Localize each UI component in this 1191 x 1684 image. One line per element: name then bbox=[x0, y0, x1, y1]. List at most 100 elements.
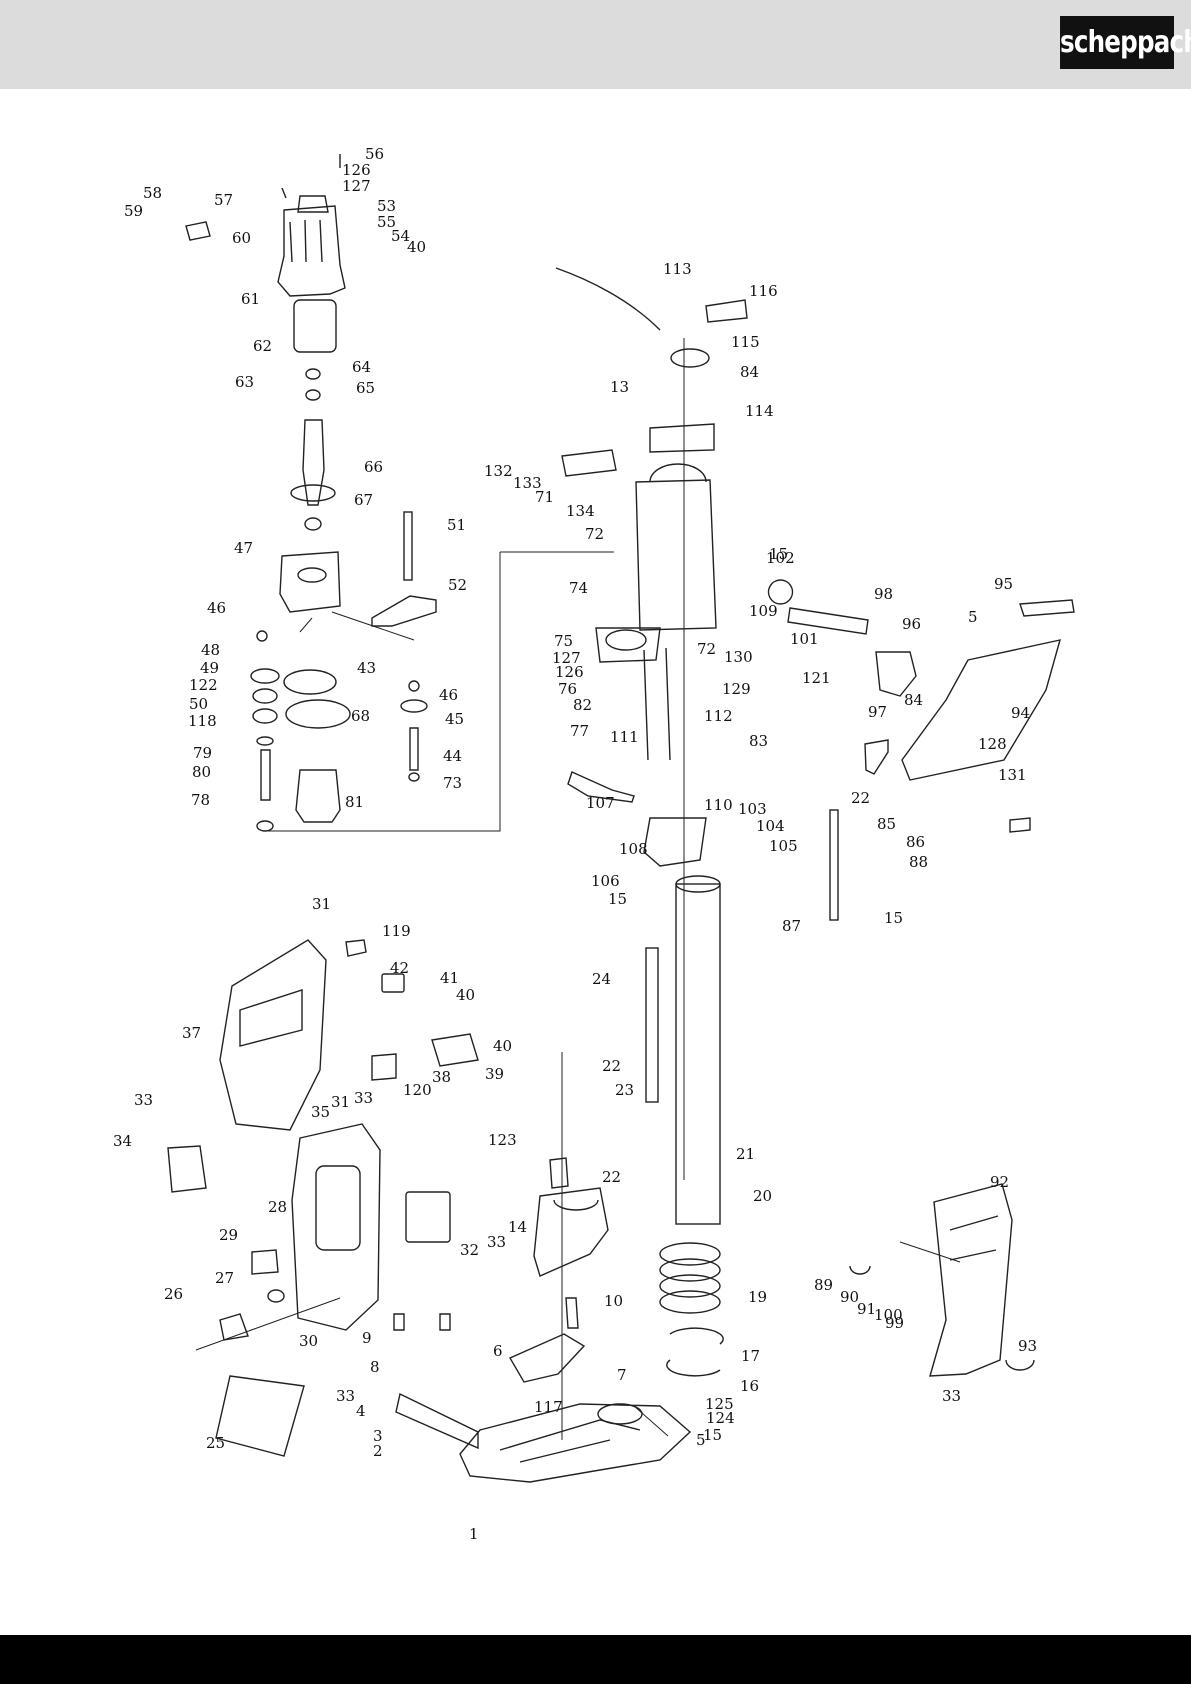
part-number-label: 94 bbox=[1011, 704, 1030, 722]
part-number-label: 75 bbox=[554, 632, 573, 650]
part-number-label: 33 bbox=[354, 1089, 373, 1107]
part-number-label: 33 bbox=[487, 1233, 506, 1251]
part-number-label: 64 bbox=[352, 358, 371, 376]
part-number-label: 92 bbox=[990, 1173, 1009, 1191]
part-number-label: 128 bbox=[978, 735, 1007, 753]
part-number-label: 111 bbox=[610, 728, 639, 746]
part-number-label: 15 bbox=[608, 890, 627, 908]
part-number-label: 41 bbox=[440, 969, 459, 987]
part-number-label: 40 bbox=[407, 238, 426, 256]
part-number-label: 56 bbox=[365, 145, 384, 163]
part-number-label: 20 bbox=[753, 1187, 772, 1205]
part-number-label: 33 bbox=[134, 1091, 153, 1109]
part-number-label: 124 bbox=[706, 1409, 735, 1427]
part-number-label: 31 bbox=[331, 1093, 350, 1111]
part-number-label: 133 bbox=[513, 474, 542, 492]
part-number-label: 105 bbox=[769, 837, 798, 855]
part-number-label: 82 bbox=[573, 696, 592, 714]
part-number-label: 61 bbox=[241, 290, 260, 308]
part-number-label: 62 bbox=[253, 337, 272, 355]
part-number-label: 46 bbox=[439, 686, 458, 704]
part-number-label: 97 bbox=[868, 703, 887, 721]
part-number-label: 55 bbox=[377, 213, 396, 231]
part-number-label: 84 bbox=[904, 691, 923, 709]
part-number-label: 21 bbox=[736, 1145, 755, 1163]
part-number-callouts: 1234556789101314151515151617192021222222… bbox=[113, 145, 1037, 1543]
part-number-label: 34 bbox=[113, 1132, 132, 1150]
part-number-label: 132 bbox=[484, 462, 513, 480]
part-number-label: 127 bbox=[342, 177, 371, 195]
part-number-label: 7 bbox=[617, 1366, 627, 1384]
part-number-label: 14 bbox=[508, 1218, 527, 1236]
part-number-label: 15 bbox=[703, 1426, 722, 1444]
part-number-label: 23 bbox=[615, 1081, 634, 1099]
part-number-label: 33 bbox=[336, 1387, 355, 1405]
part-number-label: 60 bbox=[232, 229, 251, 247]
part-number-label: 83 bbox=[749, 732, 768, 750]
part-number-label: 25 bbox=[206, 1434, 225, 1452]
part-number-label: 110 bbox=[704, 796, 733, 814]
part-number-label: 22 bbox=[602, 1168, 621, 1186]
part-number-label: 113 bbox=[663, 260, 692, 278]
part-number-label: 78 bbox=[191, 791, 210, 809]
header-bar: scheppach bbox=[0, 0, 1191, 89]
part-number-label: 57 bbox=[214, 191, 233, 209]
part-number-label: 81 bbox=[345, 793, 364, 811]
part-number-label: 107 bbox=[586, 794, 615, 812]
part-number-label: 86 bbox=[906, 833, 925, 851]
part-number-label: 63 bbox=[235, 373, 254, 391]
part-number-label: 96 bbox=[902, 615, 921, 633]
part-number-label: 35 bbox=[311, 1103, 330, 1121]
part-number-label: 109 bbox=[749, 602, 778, 620]
part-number-label: 72 bbox=[585, 525, 604, 543]
part-number-label: 58 bbox=[143, 184, 162, 202]
part-number-label: 51 bbox=[447, 516, 466, 534]
part-number-label: 126 bbox=[555, 663, 584, 681]
part-number-label: 89 bbox=[814, 1276, 833, 1294]
part-number-label: 118 bbox=[188, 712, 217, 730]
part-number-label: 22 bbox=[602, 1057, 621, 1075]
part-number-label: 33 bbox=[942, 1387, 961, 1405]
part-number-label: 31 bbox=[312, 895, 331, 913]
part-number-label: 102 bbox=[766, 549, 795, 567]
part-number-label: 88 bbox=[909, 853, 928, 871]
part-number-label: 127 bbox=[552, 649, 581, 667]
part-number-label: 13 bbox=[610, 378, 629, 396]
part-number-label: 8 bbox=[370, 1358, 380, 1376]
part-number-label: 4 bbox=[356, 1402, 366, 1420]
part-number-label: 77 bbox=[570, 722, 589, 740]
part-number-label: 125 bbox=[705, 1395, 734, 1413]
part-number-label: 108 bbox=[619, 840, 648, 858]
part-number-label: 85 bbox=[877, 815, 896, 833]
part-number-label: 28 bbox=[268, 1198, 287, 1216]
part-number-label: 3 bbox=[373, 1427, 383, 1445]
part-number-label: 50 bbox=[189, 695, 208, 713]
part-number-label: 90 bbox=[840, 1288, 859, 1306]
part-number-label: 71 bbox=[535, 488, 554, 506]
part-number-label: 123 bbox=[488, 1131, 517, 1149]
part-number-label: 10 bbox=[604, 1292, 623, 1310]
part-number-label: 26 bbox=[164, 1285, 183, 1303]
part-number-label: 43 bbox=[357, 659, 376, 677]
part-number-label: 74 bbox=[569, 579, 588, 597]
part-number-label: 95 bbox=[994, 575, 1013, 593]
part-number-label: 68 bbox=[351, 707, 370, 725]
part-number-label: 119 bbox=[382, 922, 411, 940]
part-number-label: 9 bbox=[362, 1329, 372, 1347]
diagram-leaders bbox=[195, 338, 961, 1440]
part-number-label: 54 bbox=[391, 227, 410, 245]
part-number-label: 59 bbox=[124, 202, 143, 220]
part-number-label: 15 bbox=[769, 545, 788, 563]
part-number-label: 72 bbox=[697, 640, 716, 658]
part-number-label: 117 bbox=[534, 1398, 563, 1416]
part-number-label: 114 bbox=[745, 402, 774, 420]
part-number-label: 67 bbox=[354, 491, 373, 509]
part-number-label: 101 bbox=[790, 630, 819, 648]
part-number-label: 121 bbox=[802, 669, 831, 687]
part-number-label: 104 bbox=[756, 817, 785, 835]
part-number-label: 46 bbox=[207, 599, 226, 617]
part-number-label: 76 bbox=[558, 680, 577, 698]
part-number-label: 126 bbox=[342, 161, 371, 179]
part-number-label: 5 bbox=[968, 608, 978, 626]
part-number-label: 27 bbox=[215, 1269, 234, 1287]
